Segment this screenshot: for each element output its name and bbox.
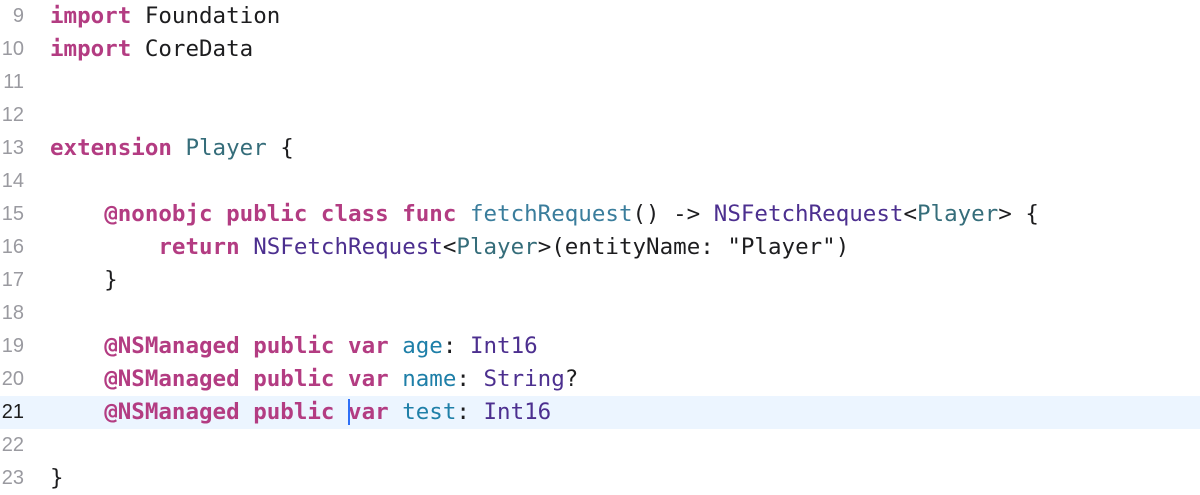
line-number: 17 xyxy=(1,269,24,291)
code-line[interactable]: 22 xyxy=(0,429,1200,462)
code-token-plain: { xyxy=(266,135,294,161)
code-token-plain xyxy=(50,366,104,392)
line-number: 10 xyxy=(1,38,24,60)
code-token-plain xyxy=(50,234,158,260)
code-token-type: NSFetchRequest xyxy=(713,201,904,227)
code-token-kw: var xyxy=(348,399,389,425)
code-line[interactable]: 11 xyxy=(0,66,1200,99)
code-token-plain: ? xyxy=(564,366,579,392)
code-token-plain xyxy=(389,366,403,392)
code-token-plain xyxy=(172,135,186,161)
code-token-plain: Foundation xyxy=(131,3,281,29)
code-token-plain: } xyxy=(50,267,118,293)
code-token-prop: name xyxy=(402,366,457,392)
code-token-type: Int16 xyxy=(469,333,538,359)
line-code: extension Player { xyxy=(50,132,294,165)
code-line[interactable]: 13 extension Player { xyxy=(0,132,1200,165)
line-code: @nonobjc public class func fetchRequest(… xyxy=(50,198,1039,231)
line-number: 13 xyxy=(1,137,24,159)
line-code: import CoreData xyxy=(50,33,253,66)
code-line[interactable]: 16 return NSFetchRequest<Player>(entityN… xyxy=(0,231,1200,264)
line-number: 11 xyxy=(3,71,24,93)
code-line[interactable]: 10 import CoreData xyxy=(0,33,1200,66)
code-token-kw: return xyxy=(158,234,240,260)
code-token-func: fetchRequest xyxy=(469,201,633,227)
code-token-str: "Player" xyxy=(727,234,836,260)
code-token-plain: : xyxy=(456,399,484,425)
line-number: 14 xyxy=(1,170,24,192)
line-code: import Foundation xyxy=(50,0,280,33)
code-token-ctype: Player xyxy=(456,234,538,260)
code-token-plain: >(entityName: xyxy=(537,234,728,260)
code-token-kw: import xyxy=(50,36,132,62)
code-token-prop: test xyxy=(402,399,457,425)
line-number: 15 xyxy=(1,203,24,225)
line-number: 9 xyxy=(12,5,24,27)
code-token-plain xyxy=(240,234,254,260)
code-token-plain: < xyxy=(442,234,457,260)
code-token-plain: ) xyxy=(835,234,850,260)
code-line[interactable]: 15 @nonobjc public class func fetchReque… xyxy=(0,198,1200,231)
code-token-plain xyxy=(50,201,104,227)
line-code: @NSManaged public var name: String? xyxy=(50,363,578,396)
code-token-kw: import xyxy=(50,3,132,29)
line-code: } xyxy=(50,462,64,495)
code-token-plain xyxy=(389,399,403,425)
code-token-plain: () -> xyxy=(632,201,714,227)
code-token-plain: < xyxy=(903,201,917,227)
code-token-type: NSFetchRequest xyxy=(253,234,443,260)
code-token-plain: } xyxy=(50,465,64,491)
code-token-plain xyxy=(50,333,104,359)
line-number: 19 xyxy=(1,335,24,357)
line-number: 22 xyxy=(1,434,24,456)
code-token-ctype: Player xyxy=(916,201,999,227)
code-token-plain xyxy=(456,201,470,227)
line-number: 18 xyxy=(1,302,24,324)
code-line[interactable]: 14 xyxy=(0,165,1200,198)
code-line[interactable]: 17 } xyxy=(0,264,1200,297)
code-token-kw: @NSManaged public var xyxy=(104,333,389,359)
line-number: 21 xyxy=(1,401,24,423)
code-token-type: String xyxy=(483,366,565,392)
code-line-current[interactable]: 21 @NSManaged public var test: Int16 xyxy=(0,396,1200,429)
code-line[interactable]: 23} xyxy=(0,462,1200,495)
code-line[interactable]: 9 import Foundation xyxy=(0,0,1200,33)
code-token-ctype: Player xyxy=(185,135,267,161)
code-token-kw: @nonobjc public class func xyxy=(104,201,457,227)
code-token-plain: > { xyxy=(998,201,1039,227)
code-token-plain xyxy=(389,333,403,359)
line-code: } xyxy=(50,264,118,297)
code-token-kw: extension xyxy=(50,135,172,161)
code-line[interactable]: 18 xyxy=(0,297,1200,330)
code-token-kw: @NSManaged public var xyxy=(104,366,389,392)
code-line[interactable]: 19 @NSManaged public var age: Int16 xyxy=(0,330,1200,363)
code-token-plain: : xyxy=(442,333,470,359)
line-number: 23 xyxy=(1,467,24,489)
code-token-type: Int16 xyxy=(483,399,552,425)
line-number: 12 xyxy=(1,104,24,126)
code-line[interactable]: 12 xyxy=(0,99,1200,132)
code-line[interactable]: 20 @NSManaged public var name: String? xyxy=(0,363,1200,396)
code-token-plain xyxy=(50,399,104,425)
code-token-kw: @NSManaged public xyxy=(104,399,349,425)
code-token-plain: CoreData xyxy=(131,36,254,62)
text-cursor xyxy=(348,398,351,425)
line-code: @NSManaged public var age: Int16 xyxy=(50,330,538,363)
code-token-plain: : xyxy=(456,366,484,392)
code-token-prop: age xyxy=(402,333,443,359)
line-code: @NSManaged public var test: Int16 xyxy=(50,396,551,429)
line-number: 16 xyxy=(1,236,24,258)
line-number: 20 xyxy=(1,368,24,390)
line-code: return NSFetchRequest<Player>(entityName… xyxy=(50,231,849,264)
